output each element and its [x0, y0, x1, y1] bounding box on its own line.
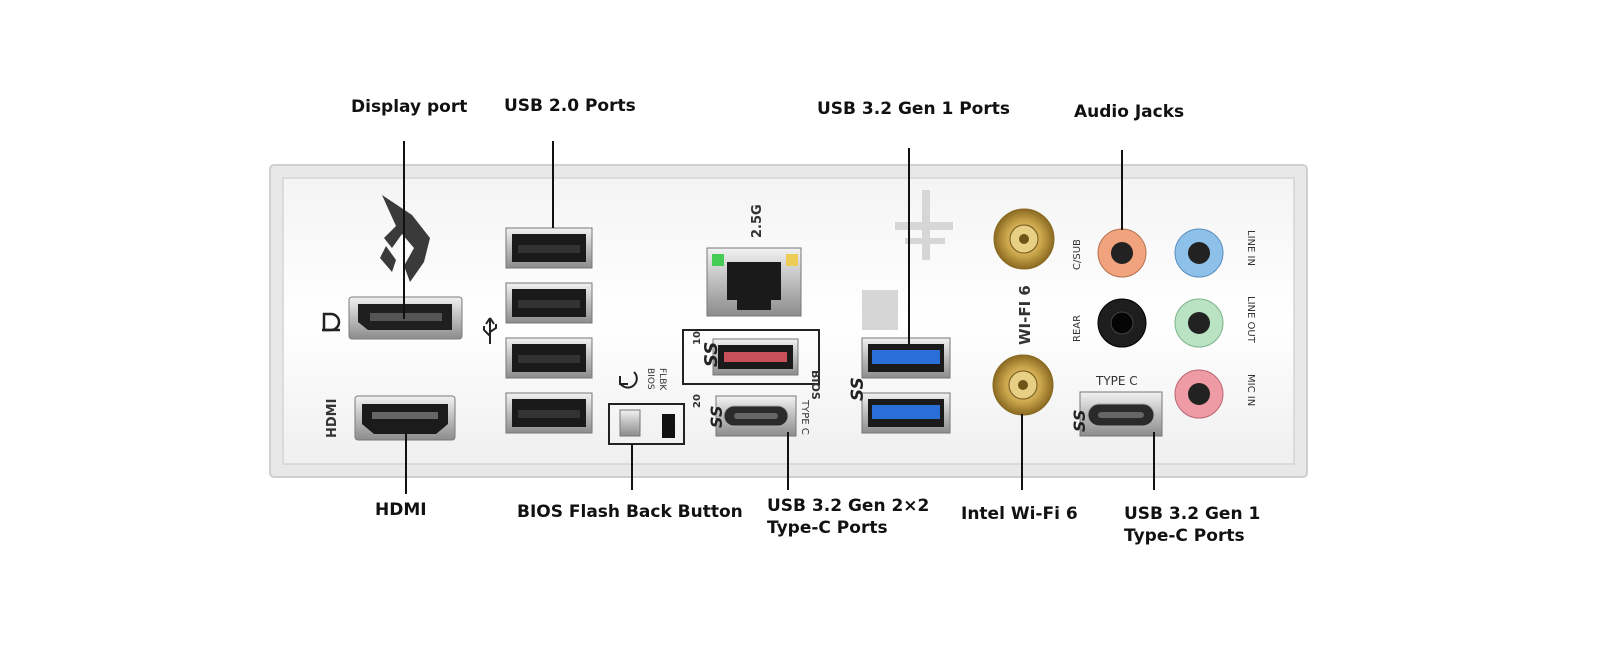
refresh-icon — [619, 371, 638, 389]
wifi-silkscreen: WI-FI 6 — [1016, 285, 1034, 345]
usb32-gen1-port — [861, 337, 951, 379]
usbc-gen2x2-port — [715, 395, 797, 437]
leader-wifi — [1021, 414, 1023, 490]
usbc-gen1-port — [1079, 391, 1163, 437]
lan-port — [706, 247, 802, 317]
bios-silkscreen: BIOS — [809, 370, 822, 400]
bios-flbk-silkscreen-2: FLBK — [657, 368, 667, 391]
svg-text:SS: SS — [701, 342, 722, 367]
superspeed-usb-icon: SS — [848, 377, 868, 401]
leader-usbc-gen2x2 — [787, 432, 789, 490]
leader-usbc-gen1 — [1153, 432, 1155, 490]
callout-hdmi: HDMI — [375, 500, 427, 520]
callout-usbc-gen1: USB 3.2 Gen 1 Type-C Ports — [1124, 503, 1260, 547]
audio-jack-rear — [1097, 298, 1147, 348]
callout-usbc-gen2x2-line2: Type-C Ports — [767, 518, 888, 538]
callout-usbc-gen1-line2: Type-C Ports — [1124, 526, 1245, 546]
usb20-port — [505, 227, 593, 269]
bios-usb-box — [682, 329, 820, 385]
svg-text:SS: SS — [1070, 410, 1089, 432]
leader-hdmi — [405, 434, 407, 494]
type-c-silkscreen-a: TYPE C — [799, 399, 810, 435]
rog-logo-icon — [380, 195, 430, 282]
lan-silkscreen: 2.5G — [750, 204, 765, 238]
ss20-silkscreen: 20 — [692, 394, 703, 408]
wifi-antenna-connector — [993, 208, 1055, 270]
usb20-port — [505, 282, 593, 324]
mic-in-silkscreen: MIC IN — [1245, 374, 1256, 406]
wifi-antenna-connector — [992, 354, 1054, 416]
bios-flashback-button — [608, 403, 685, 445]
audio-jack-mic-in — [1174, 369, 1224, 419]
leader-bios-flashback — [631, 444, 633, 490]
callout-usb20: USB 2.0 Ports — [504, 96, 636, 116]
callout-audio: Audio Jacks — [1074, 102, 1185, 122]
csub-silkscreen: C/SUB — [1072, 239, 1083, 270]
svg-text:SS: SS — [707, 406, 726, 428]
usb32-gen1-ports — [861, 337, 951, 434]
usb32-gen1-port — [861, 392, 951, 434]
callout-usbc-gen2x2: USB 3.2 Gen 2×2 Type-C Ports — [767, 495, 929, 539]
line-out-silkscreen: LINE OUT — [1245, 296, 1256, 344]
audio-jacks — [1097, 228, 1224, 419]
displayport-connector — [348, 296, 463, 340]
callout-usb32-gen1: USB 3.2 Gen 1 Ports — [817, 99, 1010, 119]
superspeed-usb-icon: SS — [707, 406, 726, 428]
displayport-icon — [322, 312, 341, 332]
usb20-ports — [505, 227, 593, 434]
dot-pattern-decoration — [862, 190, 953, 330]
rear-silkscreen: REAR — [1072, 315, 1083, 342]
leader-display-port — [403, 141, 405, 319]
usb-icon — [483, 317, 497, 344]
usb20-port — [505, 392, 593, 434]
callout-usbc-gen2x2-line1: USB 3.2 Gen 2×2 — [767, 496, 930, 516]
callout-bios-flashback: BIOS Flash Back Button — [517, 502, 743, 522]
superspeed-usb-icon: SS — [1070, 410, 1089, 432]
ss10-silkscreen: 10 — [692, 331, 703, 345]
audio-jack-line-in — [1174, 228, 1224, 278]
callout-usbc-gen1-line1: USB 3.2 Gen 1 — [1124, 504, 1261, 524]
callout-display-port: Display port — [351, 97, 468, 117]
leader-audio — [1121, 150, 1123, 230]
hdmi-connector — [354, 395, 456, 441]
leader-usb32-gen1 — [908, 148, 910, 344]
audio-jack-csub — [1097, 228, 1147, 278]
bios-flbk-silkscreen-1: BIOS — [645, 368, 655, 390]
callout-wifi: Intel Wi-Fi 6 — [961, 504, 1078, 524]
svg-text:SS: SS — [848, 377, 868, 401]
audio-jack-line-out — [1174, 298, 1224, 348]
type-c-silkscreen-b: TYPE C — [1095, 374, 1138, 388]
line-in-silkscreen: LINE IN — [1245, 230, 1256, 266]
hdmi-silkscreen: HDMI — [325, 399, 340, 438]
leader-usb20 — [552, 141, 554, 228]
usb20-port — [505, 337, 593, 379]
superspeed-usb-icon: SS — [701, 342, 722, 367]
